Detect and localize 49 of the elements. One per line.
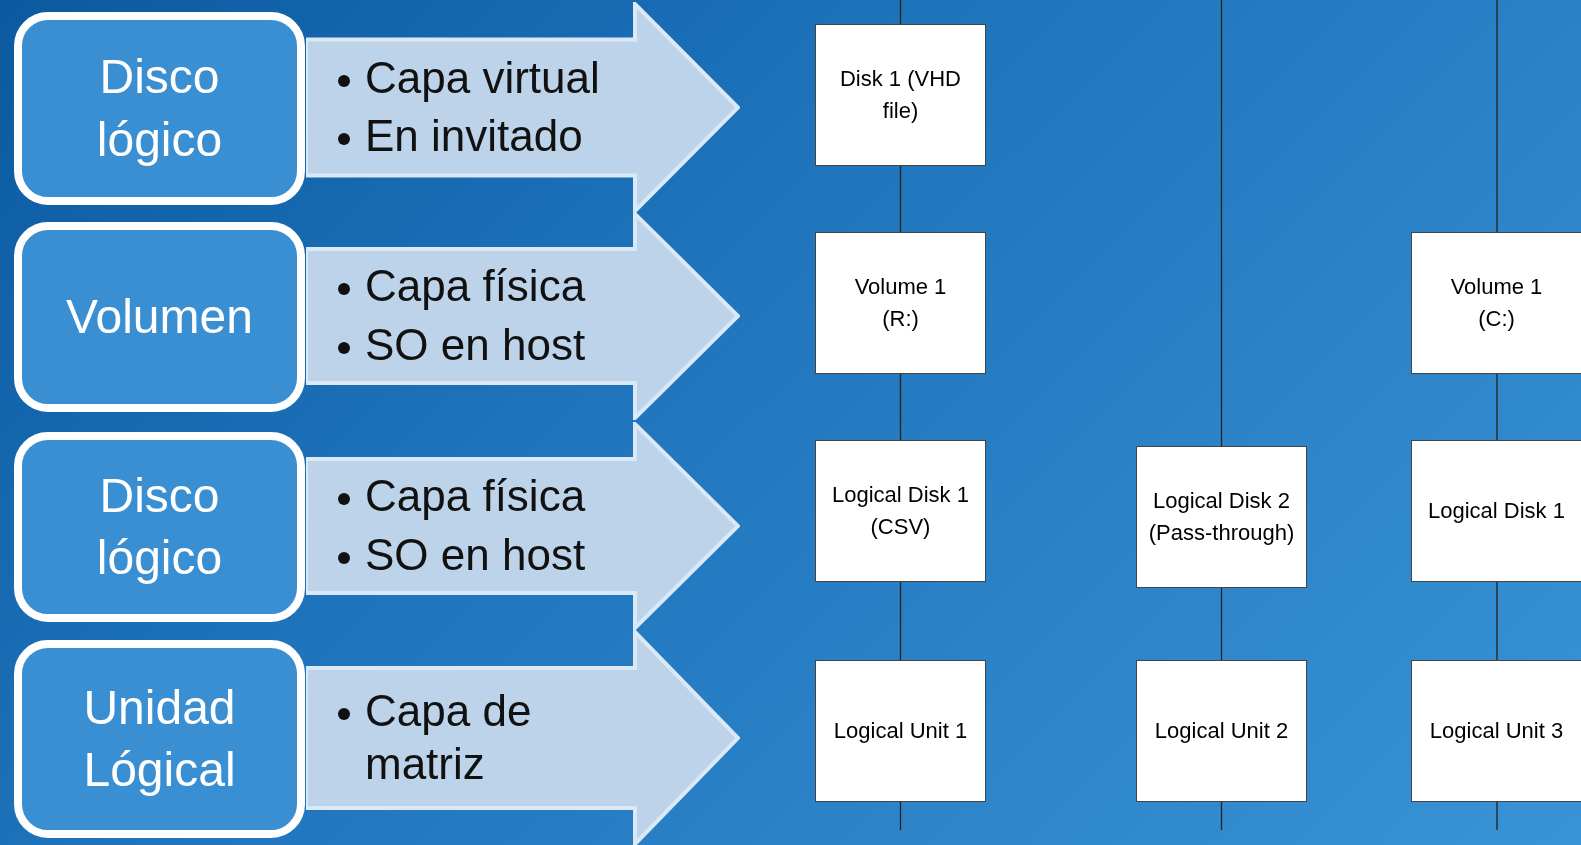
storage-box	[815, 440, 986, 582]
connector-line	[1496, 373, 1498, 441]
label-banner	[306, 630, 740, 845]
storage-box	[1411, 232, 1581, 374]
box-label: Disk 1 (VHD file)	[839, 65, 962, 125]
label-banner	[306, 422, 740, 630]
box-label: Logical Disk 2 (Pass-through)	[1147, 487, 1296, 547]
connector-line	[1496, 801, 1498, 831]
bullet-text: Capa física	[365, 260, 586, 312]
box-label: Logical Disk 1	[1428, 497, 1565, 526]
storage-box	[815, 24, 986, 166]
box-label: Logical Disk 1 (CSV)	[831, 481, 970, 541]
storage-box	[1136, 446, 1307, 588]
connector-line	[899, 581, 902, 661]
box-label: Volume 1 (C:)	[1449, 273, 1544, 333]
storage-box	[1411, 440, 1581, 582]
connector-line	[1496, 581, 1498, 661]
storage-box	[815, 660, 986, 802]
box-label: Volume 1 (R:)	[853, 273, 948, 333]
connector-line	[899, 165, 902, 233]
connector-line	[899, 0, 902, 25]
layer-name: Volumen	[65, 288, 254, 345]
storage-box	[1411, 660, 1581, 802]
connector-line	[1220, 587, 1223, 661]
connector-line	[899, 373, 902, 441]
layer-name: Disco lógico	[95, 49, 224, 168]
bullet-text: Capa virtual	[365, 51, 600, 104]
box-label: Logical Unit 3	[1429, 717, 1564, 746]
connector-line	[1220, 0, 1223, 447]
storage-box	[815, 232, 986, 374]
box-label: Logical Unit 1	[833, 717, 968, 746]
bullet-text: SO en host	[365, 528, 586, 581]
layer-label-box	[14, 12, 305, 205]
layer-name: Unidad Lógical	[82, 679, 237, 798]
layer-label-box	[14, 432, 305, 622]
connector-line	[1220, 801, 1223, 831]
connector-line	[1496, 0, 1498, 233]
bullet-text: Capa de matriz	[365, 685, 533, 790]
layer-name: Disco lógico	[95, 467, 224, 586]
connector-line	[899, 801, 902, 831]
storage-box	[1136, 660, 1307, 802]
layer-label-box	[14, 640, 305, 838]
bullet-text: SO en host	[365, 318, 586, 371]
box-label: Logical Unit 2	[1154, 717, 1289, 746]
label-banner	[306, 212, 740, 420]
bullet-text: En invitado	[365, 110, 583, 163]
layer-label-box	[14, 222, 305, 412]
bullet-text: Capa física	[365, 470, 586, 522]
label-banner	[306, 2, 740, 213]
